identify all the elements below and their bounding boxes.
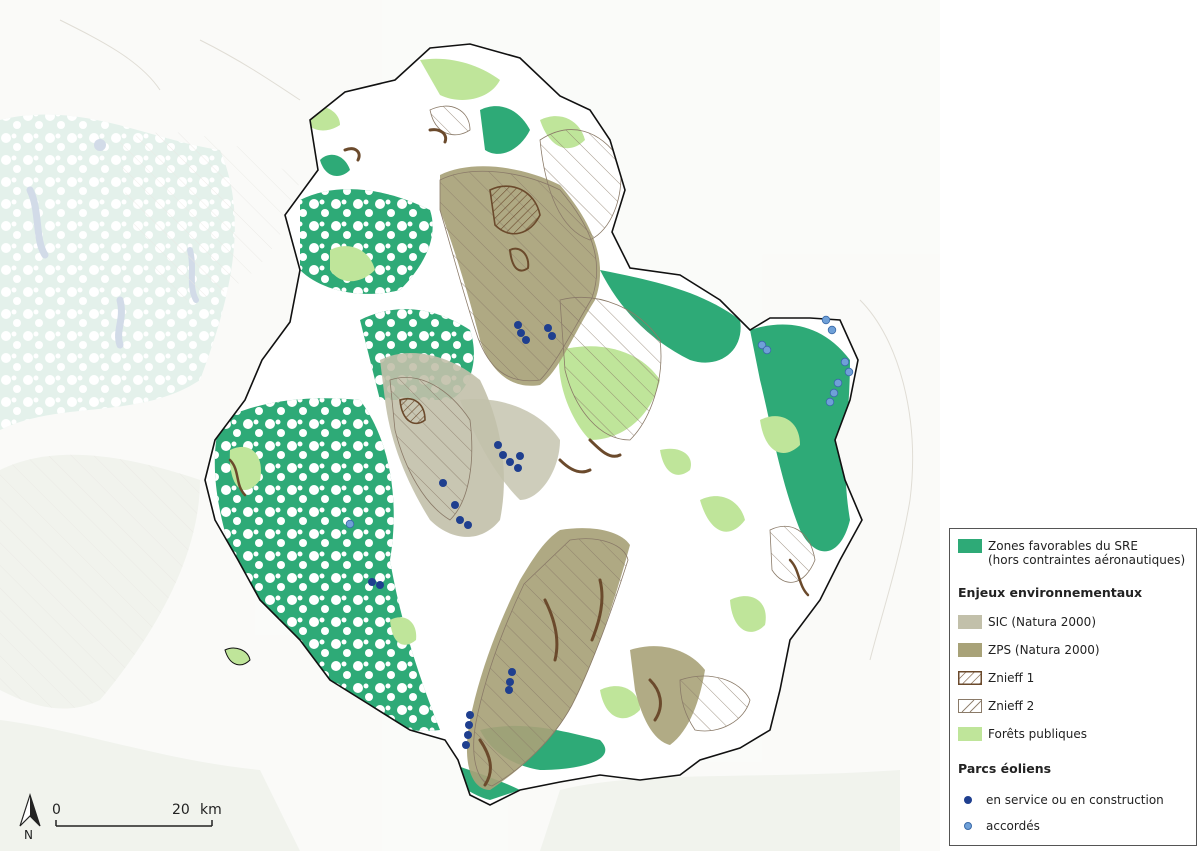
wind-turbine bbox=[844, 367, 854, 377]
legend-env-heading: Enjeux environnementaux bbox=[958, 585, 1143, 600]
zps-swatch bbox=[958, 643, 982, 657]
wind-turbine bbox=[506, 458, 514, 466]
wind-turbine bbox=[439, 479, 447, 487]
wind-turbine bbox=[451, 501, 459, 509]
wind-turbine bbox=[499, 451, 507, 459]
scale-end-label: 20 bbox=[172, 802, 190, 818]
legend-item-znieff2: Znieff 2 bbox=[958, 699, 1034, 713]
islet bbox=[224, 647, 251, 666]
sic-area-2 bbox=[460, 399, 560, 500]
scale-start-label: 0 bbox=[52, 802, 61, 818]
wind-turbine bbox=[464, 521, 472, 529]
scale-unit-label: km bbox=[200, 802, 222, 818]
legend-item-znieff1: Znieff 1 bbox=[958, 671, 1034, 685]
wind-turbine bbox=[833, 378, 843, 388]
legend-item-accordes: accordés bbox=[958, 819, 1040, 833]
wind-turbine bbox=[368, 578, 376, 586]
wind-turbine bbox=[522, 336, 530, 344]
znieff2-swatch bbox=[958, 699, 982, 713]
wind-turbine bbox=[757, 340, 767, 350]
legend-item-sic: SIC (Natura 2000) bbox=[958, 615, 1096, 629]
sic-swatch bbox=[958, 615, 982, 629]
wind-turbine bbox=[825, 397, 835, 407]
map-legend: Zones favorables du SRE (hors contrainte… bbox=[949, 528, 1197, 846]
parc-service-dot-icon bbox=[964, 796, 972, 804]
wind-turbine bbox=[376, 581, 384, 589]
wind-turbine bbox=[548, 332, 556, 340]
parc-accorde-dot-icon bbox=[964, 822, 972, 830]
wind-turbine bbox=[514, 321, 522, 329]
wind-turbine bbox=[516, 452, 524, 460]
favorable-swatch bbox=[958, 539, 982, 553]
wind-turbine bbox=[508, 668, 516, 676]
legend-parcs-heading: Parcs éoliens bbox=[958, 761, 1052, 776]
legend-item-favorable: Zones favorables du SRE (hors contrainte… bbox=[958, 539, 1185, 567]
zps-southeast bbox=[630, 646, 705, 745]
wind-turbine bbox=[840, 357, 850, 367]
legend-forets-label: Forêts publiques bbox=[988, 727, 1088, 741]
wind-turbine bbox=[821, 315, 831, 325]
wind-turbine bbox=[544, 324, 552, 332]
legend-accordes-label: accordés bbox=[986, 819, 1040, 833]
legend-znieff2-label: Znieff 2 bbox=[988, 699, 1035, 713]
wind-turbine bbox=[345, 519, 355, 529]
legend-item-en-service: en service ou en construction bbox=[958, 793, 1164, 807]
legend-sic-label: SIC (Natura 2000) bbox=[988, 615, 1096, 629]
legend-en-service-label: en service ou en construction bbox=[986, 793, 1164, 807]
legend-znieff1-label: Znieff 1 bbox=[988, 671, 1035, 685]
wind-turbine bbox=[456, 516, 464, 524]
znieff1-swatch bbox=[958, 671, 982, 685]
wind-parks-in-service bbox=[368, 321, 556, 749]
wind-turbine bbox=[514, 464, 522, 472]
znieff1-areas bbox=[228, 128, 810, 787]
legend-item-forets: Forêts publiques bbox=[958, 727, 1087, 741]
wind-turbine bbox=[464, 731, 472, 739]
znieff2-areas bbox=[389, 105, 816, 787]
north-label: N bbox=[24, 828, 33, 842]
legend-item-zps: ZPS (Natura 2000) bbox=[958, 643, 1100, 657]
foret-swatch bbox=[958, 727, 982, 741]
wind-turbine bbox=[829, 388, 839, 398]
wind-turbine bbox=[494, 441, 502, 449]
wind-parks-approved bbox=[345, 315, 854, 529]
wind-turbine bbox=[505, 686, 513, 694]
north-arrow-icon bbox=[19, 793, 41, 827]
wind-turbine bbox=[465, 721, 473, 729]
legend-favorable-line2: (hors contraintes aéronautiques) bbox=[988, 553, 1186, 567]
wind-turbine bbox=[466, 711, 474, 719]
legend-zps-label: ZPS (Natura 2000) bbox=[988, 643, 1100, 657]
legend-favorable-text: Zones favorables du SRE (hors contrainte… bbox=[988, 539, 1185, 567]
wind-turbine bbox=[517, 329, 525, 337]
wind-turbine bbox=[506, 678, 514, 686]
legend-favorable-line1: Zones favorables du SRE bbox=[988, 539, 1138, 553]
wind-turbine bbox=[827, 325, 837, 335]
region-boundary bbox=[204, 43, 863, 806]
wind-turbine bbox=[762, 345, 772, 355]
wind-turbine bbox=[462, 741, 470, 749]
